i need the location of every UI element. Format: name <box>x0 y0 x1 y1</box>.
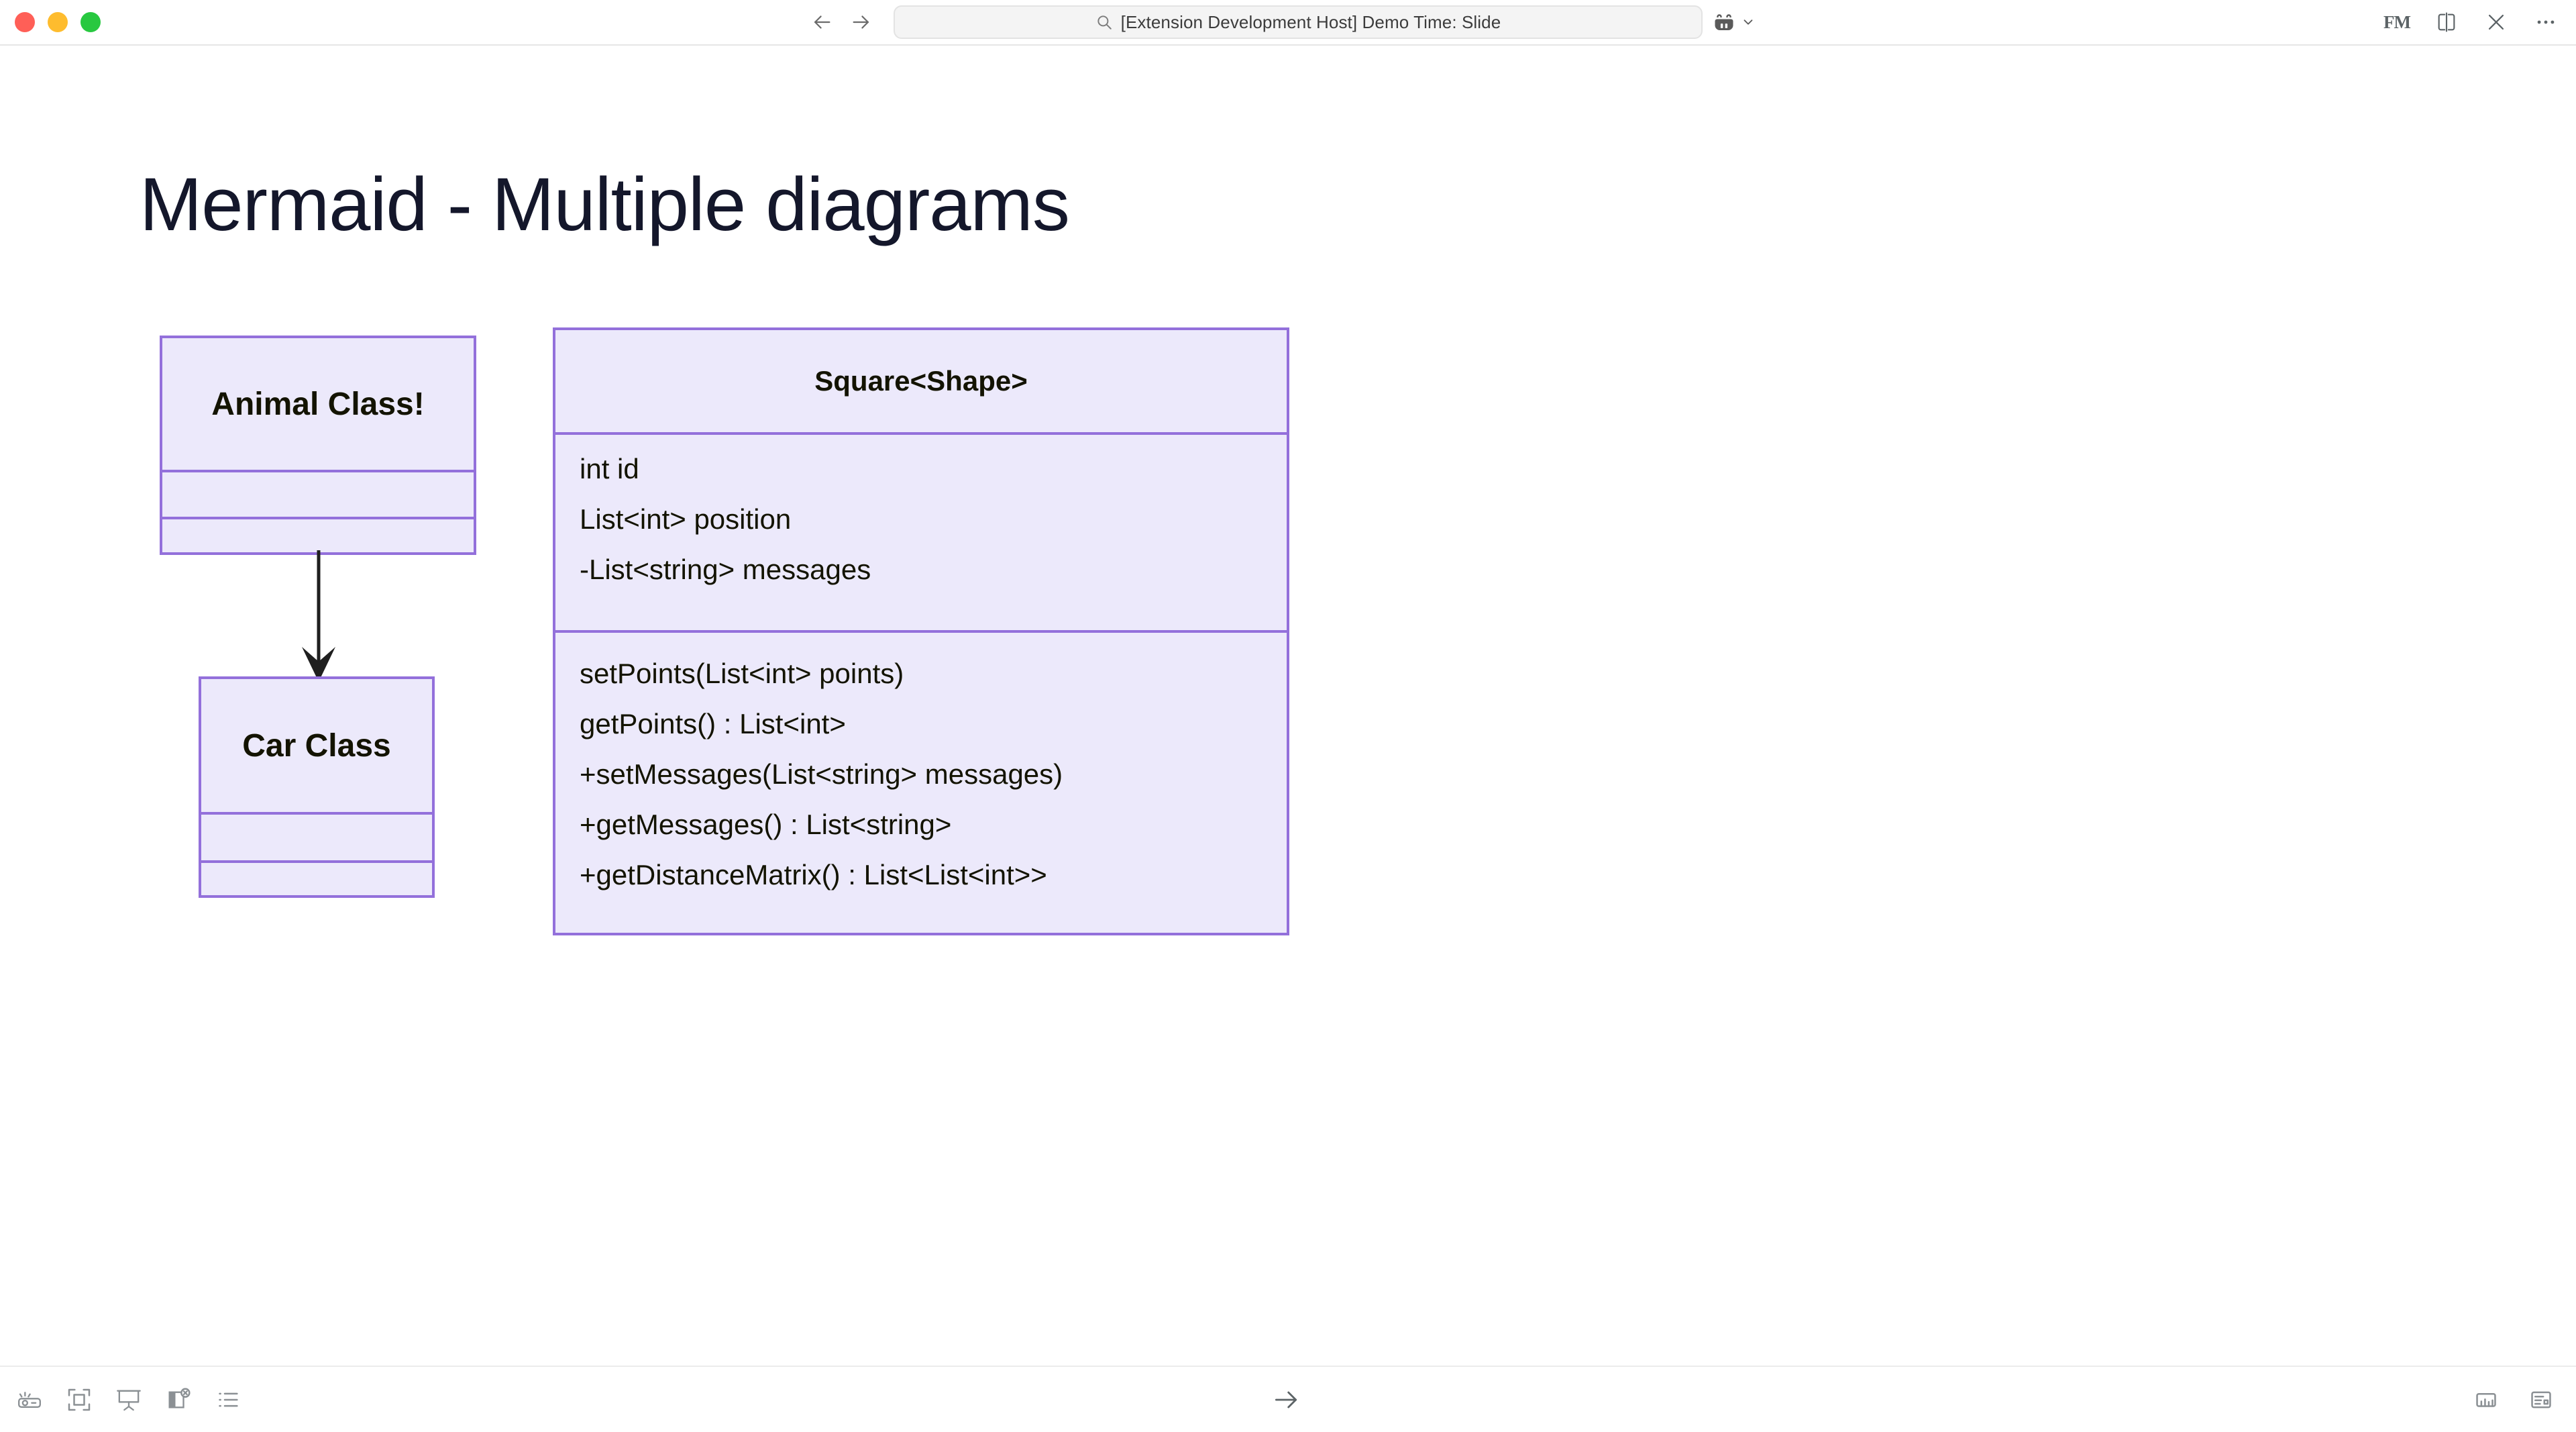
search-value: [Extension Development Host] Demo Time: … <box>1120 11 1501 32</box>
search-input[interactable]: [Extension Development Host] Demo Time: … <box>894 5 1703 39</box>
minimize-window-button[interactable] <box>48 12 68 32</box>
class-node-methods <box>201 863 432 895</box>
status-bar <box>0 1366 2576 1432</box>
window-titlebar: [Extension Development Host] Demo Time: … <box>0 0 2576 46</box>
class-node-car[interactable]: Car Class <box>199 676 435 898</box>
next-slide-arrow-icon[interactable] <box>1271 1385 1301 1415</box>
class-method: +getDistanceMatrix() : List<List<int>> <box>580 859 1047 890</box>
class-node-attributes <box>201 815 432 863</box>
slide-canvas: Mermaid - Multiple diagrams Animal Class… <box>0 46 2576 1366</box>
titlebar-actions: FM <box>2383 8 2560 36</box>
arrow-right-icon[interactable] <box>850 11 873 34</box>
outline-list-icon[interactable] <box>213 1385 243 1415</box>
maximize-window-button[interactable] <box>80 12 101 32</box>
fit-to-screen-icon[interactable] <box>64 1385 94 1415</box>
remote-indicator[interactable] <box>1712 10 1756 34</box>
search-icon <box>1095 13 1113 31</box>
class-method: getPoints() : List<int> <box>580 708 846 739</box>
class-method: +getMessages() : List<string> <box>580 809 952 840</box>
class-node-methods: setPoints(List<int> points) getPoints() … <box>555 633 1287 933</box>
slide-preview-icon[interactable] <box>2471 1385 2501 1415</box>
split-editor-icon[interactable] <box>2432 8 2461 36</box>
status-bar-right <box>2471 1385 2556 1415</box>
class-node-title: Square<Shape> <box>555 330 1287 435</box>
presentation-screen-icon[interactable] <box>114 1385 144 1415</box>
class-node-methods <box>162 519 474 552</box>
more-actions-icon[interactable] <box>2532 8 2560 36</box>
projector-icon[interactable] <box>15 1385 44 1415</box>
class-method: setPoints(List<int> points) <box>580 658 904 689</box>
layout-panel-icon[interactable] <box>2526 1385 2556 1415</box>
arrow-left-icon[interactable] <box>810 11 833 34</box>
close-icon[interactable] <box>2482 8 2510 36</box>
class-node-title: Car Class <box>201 679 432 815</box>
class-node-attributes: int id List<int> position -List<string> … <box>555 435 1287 633</box>
status-bar-left <box>15 1385 243 1415</box>
status-bar-center <box>1271 1385 1301 1415</box>
class-method: +setMessages(List<string> messages) <box>580 758 1063 790</box>
command-center[interactable]: [Extension Development Host] Demo Time: … <box>894 5 1703 39</box>
class-attribute: List<int> position <box>580 503 792 535</box>
page-title: Mermaid - Multiple diagrams <box>140 162 1070 246</box>
class-attribute: -List<string> messages <box>580 554 871 585</box>
inheritance-arrow-icon <box>288 550 349 682</box>
extension-bug-icon <box>1715 14 1733 30</box>
class-node-title: Animal Class! <box>162 338 474 472</box>
chevron-down-icon <box>1743 19 1753 25</box>
front-matter-icon[interactable]: FM <box>2383 11 2411 32</box>
class-node-attributes <box>162 472 474 519</box>
navigation-arrows <box>810 11 873 34</box>
close-window-button[interactable] <box>15 12 35 32</box>
traffic-lights <box>15 12 101 32</box>
class-node-square[interactable]: Square<Shape> int id List<int> position … <box>553 327 1289 935</box>
class-attribute: int id <box>580 453 639 484</box>
hide-panel-icon[interactable] <box>164 1385 193 1415</box>
class-node-animal[interactable]: Animal Class! <box>160 336 476 555</box>
